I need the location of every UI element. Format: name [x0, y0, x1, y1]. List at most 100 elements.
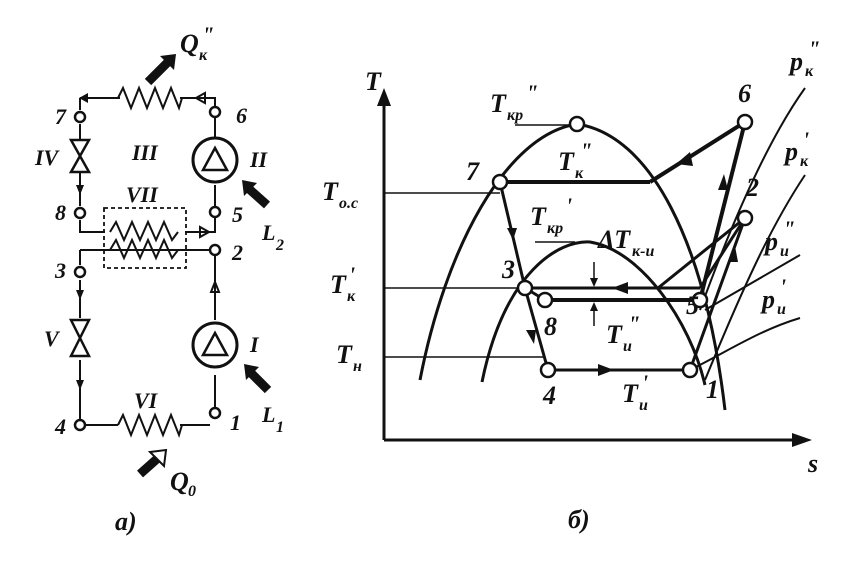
valve-IV-icon	[68, 138, 92, 174]
cycle-5-6	[698, 121, 747, 301]
svg-text:и: и	[623, 338, 632, 355]
svg-text:4: 4	[54, 414, 66, 439]
svg-text:': '	[803, 127, 809, 152]
svg-text:и: и	[777, 301, 786, 318]
caption-a: а)	[115, 507, 137, 536]
svg-text:p: p	[763, 227, 778, 256]
svg-text:1: 1	[276, 419, 284, 436]
svg-text:к-и: к-и	[632, 243, 654, 260]
compressor-II-icon	[191, 136, 239, 184]
svg-text:1: 1	[230, 410, 241, 435]
svg-text:III: III	[131, 140, 159, 165]
isobar-pk1	[704, 174, 806, 381]
svg-text:IV: IV	[34, 145, 61, 170]
svg-text:2: 2	[231, 240, 243, 265]
hx-coil-upper	[109, 219, 179, 243]
svg-text:I: I	[249, 332, 260, 357]
svg-text:": "	[526, 80, 538, 105]
line-hx-5	[185, 218, 216, 233]
label-L1: L	[261, 402, 275, 427]
svg-text:T: T	[558, 147, 575, 176]
line-cond-6	[180, 97, 216, 108]
heat-out-arrow	[144, 58, 172, 86]
svg-text:о.с: о.с	[339, 195, 358, 212]
svg-text:': '	[780, 274, 786, 299]
svg-text:5: 5	[232, 202, 243, 227]
svg-text:ΔT: ΔT	[597, 225, 631, 254]
work-L1-arrow	[246, 368, 272, 394]
hx-coil-lower	[109, 237, 179, 261]
dome-lower	[480, 240, 707, 386]
compressor-I-icon	[191, 321, 239, 369]
caption-b: б)	[568, 505, 590, 534]
ts-labels: T s T о.с T к ' T н T кр " T к " T кр ' …	[322, 36, 820, 534]
svg-text:3: 3	[501, 255, 515, 284]
svg-text:": "	[808, 36, 820, 61]
svg-text:2: 2	[745, 173, 759, 202]
svg-text:кр: кр	[507, 107, 523, 124]
svg-text:T: T	[322, 177, 339, 206]
svg-text:p: p	[788, 47, 803, 76]
svg-text:0: 0	[188, 483, 196, 500]
valve-V-icon	[68, 318, 92, 358]
isobar-pi1	[689, 317, 801, 371]
label-Q0: Q	[170, 467, 189, 496]
svg-text:T: T	[622, 379, 639, 408]
svg-text:7: 7	[55, 104, 67, 129]
svg-text:": "	[202, 22, 214, 47]
svg-text:': '	[566, 193, 572, 218]
circuit-schematic	[68, 54, 272, 478]
svg-text:p: p	[783, 137, 798, 166]
cycle-3-4	[523, 287, 550, 371]
svg-text:кр: кр	[547, 220, 563, 237]
svg-text:T: T	[530, 202, 547, 231]
svg-text:8: 8	[55, 200, 66, 225]
svg-text:VI: VI	[134, 388, 159, 413]
svg-text:": "	[783, 216, 795, 241]
label-Qk-sym: Q	[180, 29, 199, 58]
svg-text:7: 7	[466, 157, 480, 186]
svg-text:p: p	[760, 285, 775, 314]
svg-text:1: 1	[706, 375, 719, 404]
svg-text:": "	[580, 138, 592, 163]
heat-in-arrow	[137, 454, 161, 478]
svg-text:": "	[628, 311, 640, 336]
svg-text:2: 2	[275, 237, 284, 254]
svg-text:s: s	[807, 449, 818, 478]
svg-text:T: T	[336, 340, 353, 369]
svg-text:': '	[642, 370, 648, 395]
svg-text:3: 3	[54, 258, 66, 283]
ts-diagram	[377, 87, 812, 447]
svg-text:V: V	[44, 326, 61, 351]
svg-text:T: T	[330, 270, 347, 299]
line-8-hx	[79, 220, 105, 233]
isobar-pi2	[704, 254, 801, 311]
label-L2: L	[261, 220, 275, 245]
cycle-1-2	[688, 217, 747, 371]
svg-text:н: н	[353, 358, 362, 375]
cycle-6-desuperheat	[648, 120, 747, 184]
cycle-2-line	[657, 216, 746, 290]
svg-text:4: 4	[542, 381, 556, 410]
svg-text:и: и	[639, 397, 648, 414]
svg-text:к: к	[805, 63, 814, 80]
svg-text:T: T	[490, 89, 507, 118]
condenser-coil	[117, 85, 183, 112]
svg-text:II: II	[249, 147, 269, 172]
isobar-pk2	[699, 87, 806, 311]
svg-text:T: T	[606, 320, 623, 349]
svg-text:6: 6	[738, 79, 751, 108]
work-L2-arrow	[244, 184, 271, 209]
cascade-heat-exchanger-box	[103, 207, 187, 269]
evaporator-coil	[117, 412, 183, 439]
svg-text:к: к	[199, 47, 208, 64]
svg-text:к: к	[575, 165, 584, 182]
svg-text:6: 6	[236, 103, 247, 128]
svg-text:и: и	[780, 243, 789, 260]
svg-text:к: к	[347, 288, 356, 305]
schematic-labels: Q к " L 2 L 1 Q 0 6 5 2 1 7 8 3 4 II I I…	[34, 22, 284, 536]
svg-text:5: 5	[686, 291, 699, 320]
svg-text:': '	[349, 262, 355, 287]
svg-text:T: T	[365, 67, 382, 96]
